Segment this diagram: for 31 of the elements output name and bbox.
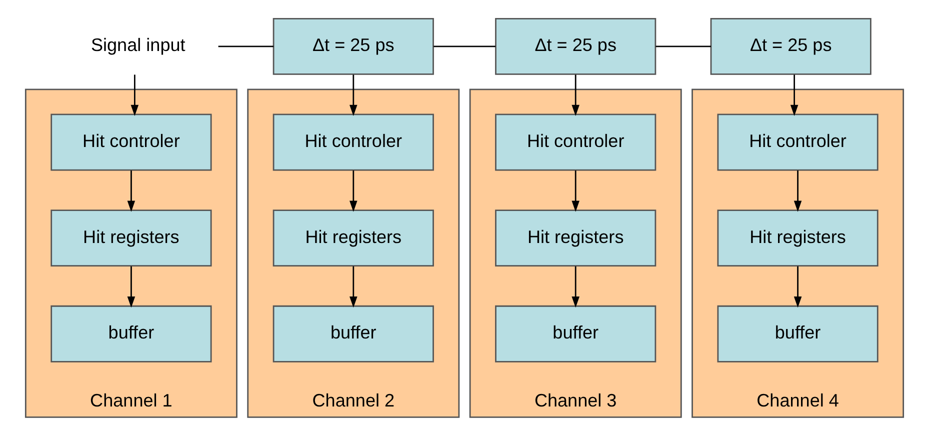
connector [655,45,710,47]
node-box: buffer [272,304,434,362]
arrow [793,170,802,212]
node-box: Δt = 25 ps [710,17,871,74]
node-box: Hit controler [50,113,212,170]
node-box: Hit registers [272,209,434,266]
node-box: Hit controler [494,113,656,170]
connector [433,45,495,47]
node-box: Hit controler [272,113,434,170]
connector [218,45,274,47]
node-box: buffer [494,304,656,362]
arrow [130,74,138,116]
node-box: Δt = 25 ps [272,17,434,74]
arrow [349,266,357,308]
arrow [126,170,135,212]
node-box: buffer [50,304,212,362]
node-text: Signal input [90,34,185,55]
arrow [349,170,357,212]
node-box: Hit registers [50,209,212,266]
arrow [349,74,357,116]
arrow [126,266,135,308]
node-box: Hit registers [494,209,656,266]
node-box: Δt = 25 ps [494,17,656,74]
node-box: Hit registers [716,209,878,266]
arrow [571,266,579,308]
arrow [571,74,579,116]
arrow [571,170,579,212]
arrow [793,266,802,308]
arrow [790,74,798,116]
node-box: Hit controler [716,113,878,170]
node-box: buffer [716,304,878,362]
